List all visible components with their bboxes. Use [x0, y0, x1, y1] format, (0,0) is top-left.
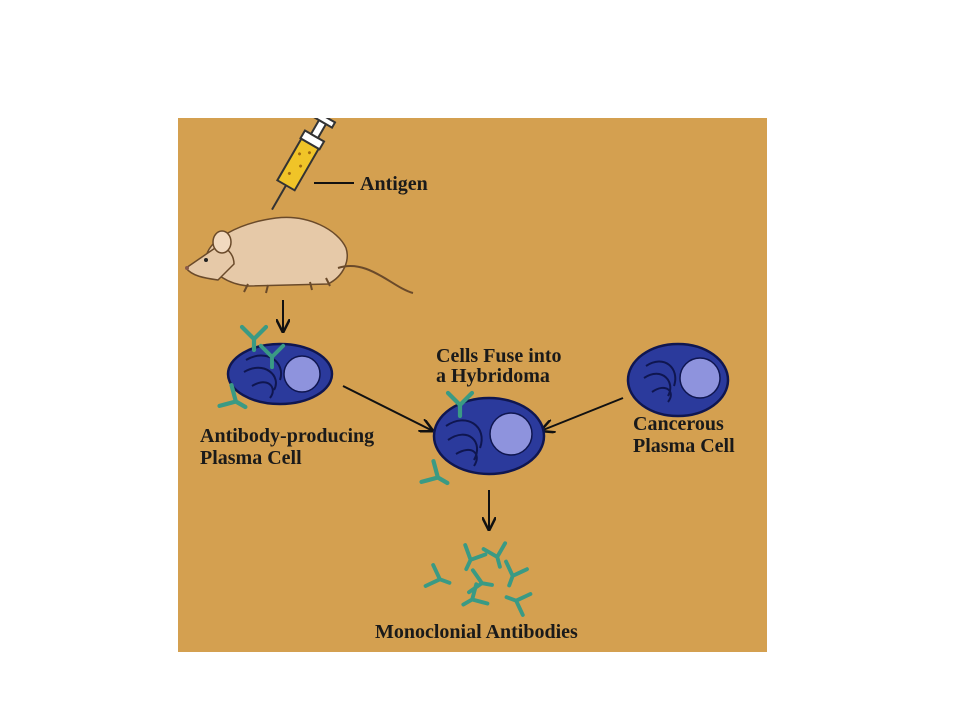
- label-antibody-cell-line1: Antibody-producing: [200, 425, 374, 447]
- label-fuse-line2: a Hybridoma: [436, 365, 550, 387]
- label-cancer-line1: Cancerous: [633, 413, 724, 435]
- label-result: Monoclonial Antibodies: [375, 621, 578, 643]
- plasma-cell-icon: [219, 327, 334, 417]
- monoclonal-antibody-diagram: Antigen Cells Fuse into a Hybridoma: [178, 110, 767, 652]
- cancer-cell-icon: [626, 342, 730, 418]
- mouse-icon: [184, 216, 414, 294]
- label-antigen: Antigen: [360, 173, 428, 195]
- label-antibody-cell-line2: Plasma Cell: [200, 447, 302, 469]
- hybridoma-cell-icon: [421, 393, 546, 493]
- label-fuse-line1: Cells Fuse into: [436, 345, 562, 367]
- arrow-cancer-to-hybridoma: [543, 397, 624, 430]
- arrow-plasma-to-hybridoma: [342, 385, 431, 430]
- label-cancer-line2: Plasma Cell: [633, 435, 735, 457]
- diagram-canvas: Antigen Cells Fuse into a Hybridoma: [178, 110, 767, 652]
